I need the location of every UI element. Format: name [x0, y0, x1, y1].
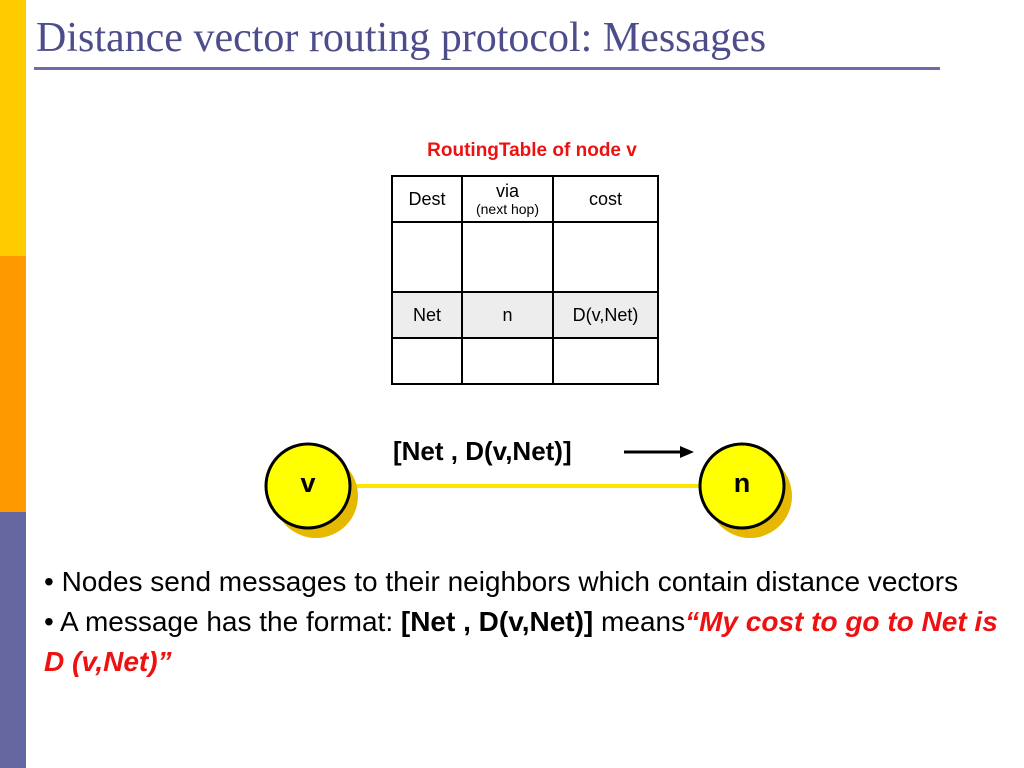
table-row-empty-1 — [391, 221, 659, 293]
bullet-2-means: means — [593, 606, 686, 637]
table-row-empty-2 — [391, 337, 659, 385]
routing-table: Dest via (next hop) cost Net n D(v,Net) — [391, 175, 659, 385]
cell-net-dest: Net — [391, 291, 463, 339]
header-via: via (next hop) — [461, 175, 554, 223]
network-diagram — [264, 442, 792, 538]
bullet-1: • Nodes send messages to their neighbors… — [44, 566, 959, 597]
table-row-net: Net n D(v,Net) — [391, 291, 659, 339]
message-arrow-head — [680, 446, 694, 458]
side-bar-orange — [0, 256, 26, 512]
node-v-label: v — [300, 468, 316, 498]
side-bar-yellow — [0, 0, 26, 256]
node-n — [698, 442, 786, 530]
message-label: [Net , D(v,Net)] — [393, 436, 572, 466]
bullet-2-quote: “My cost to go to Net is D (v,Net)” — [44, 606, 998, 677]
title-underline — [34, 67, 940, 70]
cell-net-via: n — [461, 291, 554, 339]
slide-title: Distance vector routing protocol: Messag… — [36, 15, 767, 61]
table-cell — [552, 337, 659, 385]
table-header-row: Dest via (next hop) cost — [391, 175, 659, 223]
header-dest: Dest — [391, 175, 463, 223]
header-via-sub: (next hop) — [475, 201, 540, 217]
table-cell — [391, 221, 463, 293]
bullet-list: • Nodes send messages to their neighbors… — [44, 562, 1019, 682]
header-via-label: via — [495, 181, 519, 201]
routing-table-caption: RoutingTable of node v — [427, 140, 637, 161]
cell-net-cost: D(v,Net) — [552, 291, 659, 339]
side-bar-purple — [0, 512, 26, 768]
bullet-2: • A message has the format: [Net , D(v,N… — [44, 602, 1019, 682]
table-cell — [552, 221, 659, 293]
table-cell — [461, 337, 554, 385]
header-cost: cost — [552, 175, 659, 223]
node-n-label: n — [733, 468, 751, 498]
table-cell — [461, 221, 554, 293]
bullet-2-format: [Net , D(v,Net)] — [400, 606, 594, 637]
bullet-2-prefix: • A message has the format: — [44, 606, 401, 637]
table-cell — [391, 337, 463, 385]
node-v — [264, 442, 352, 530]
